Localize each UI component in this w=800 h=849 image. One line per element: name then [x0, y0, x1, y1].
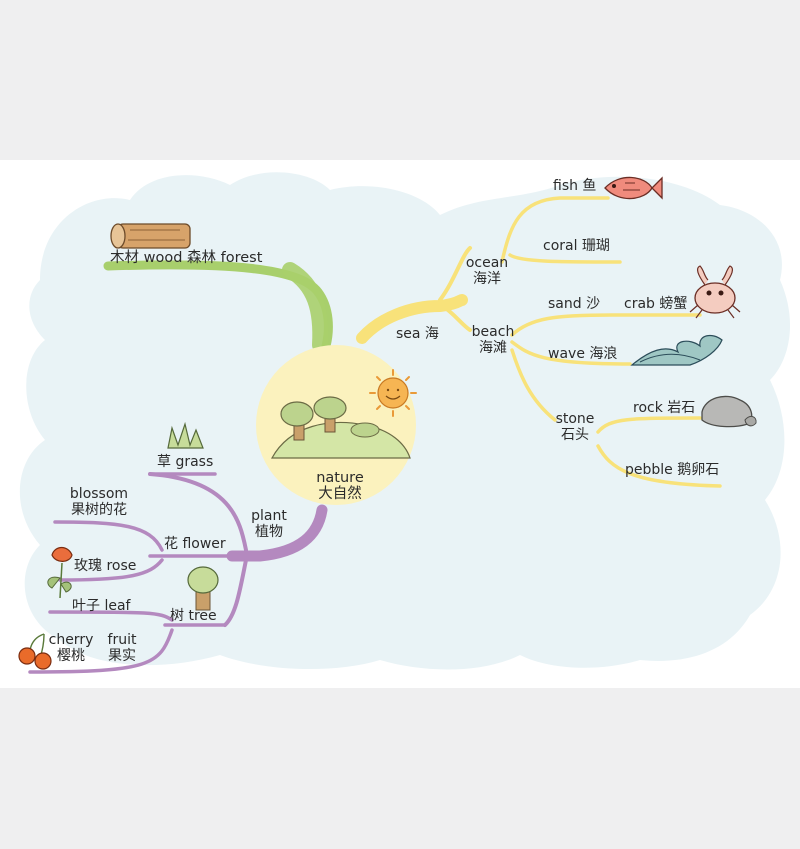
fruit-label-zh: 果实 — [108, 648, 136, 664]
rose-icon — [47, 546, 73, 599]
plant-grass-link — [148, 472, 248, 552]
crab-label: crab 螃蟹 — [624, 296, 688, 312]
forest-branch-taper — [282, 262, 329, 353]
center-label-zh: 大自然 — [318, 486, 362, 502]
rose-label: 玫瑰 rose — [74, 558, 137, 574]
ocean-fish-link — [500, 196, 610, 264]
blossom-label: blossom 果树的花 — [58, 486, 140, 518]
flower-blossom-link — [53, 520, 164, 552]
ocean-label-en: ocean — [465, 255, 509, 271]
log-icon — [110, 223, 191, 249]
flower-label: 花 flower — [164, 536, 226, 552]
beach-wave-link — [510, 340, 632, 366]
cherry-icon — [18, 633, 52, 670]
cherry-label: cherry 樱桃 — [44, 632, 98, 664]
plant-label-en: plant — [251, 508, 287, 524]
blossom-label-en: blossom — [69, 486, 129, 502]
stone-label-en: stone — [555, 411, 595, 427]
beach-label-zh: 海滩 — [479, 340, 507, 356]
stone-pebble-link — [596, 444, 722, 488]
pebble-label: pebble 鹅卵石 — [625, 462, 720, 478]
fruit-label: fruit 果实 — [100, 632, 144, 664]
sea-to-beach — [438, 302, 472, 332]
cherry-label-zh: 樱桃 — [57, 648, 85, 664]
stone-label: stone 石头 — [548, 411, 602, 443]
plant-branch — [226, 504, 328, 562]
beach-label-en: beach — [471, 324, 515, 340]
forest-label: 木材 wood 森林 forest — [110, 250, 263, 266]
plant-tree-link — [223, 558, 248, 627]
wave-icon — [630, 334, 723, 366]
hill-trees-icon — [270, 396, 411, 459]
sea-label: sea 海 — [396, 326, 439, 342]
tree-leaf-link — [48, 610, 174, 622]
fruit-label-en: fruit — [107, 632, 137, 648]
crab-icon — [689, 265, 741, 319]
fish-label: fish 鱼 — [553, 178, 597, 194]
rock-icon — [701, 395, 757, 428]
wave-label: wave 海浪 — [548, 346, 618, 362]
coral-label: coral 珊瑚 — [543, 238, 610, 254]
beach-stone-link — [510, 348, 557, 422]
beach-sand-link — [510, 313, 702, 337]
tree-cherry-link — [28, 628, 174, 674]
grass-label: 草 grass — [157, 454, 214, 470]
leaf-label: 叶子 leaf — [72, 598, 131, 614]
center-label: nature 大自然 — [312, 470, 368, 502]
ocean-label-zh: 海洋 — [473, 271, 501, 287]
sun-icon — [369, 369, 417, 417]
plant-label-zh: 植物 — [255, 524, 283, 540]
ocean-coral-link — [508, 253, 622, 264]
cherry-label-en: cherry — [48, 632, 94, 648]
beach-label: beach 海滩 — [466, 324, 520, 356]
ocean-label: ocean 海洋 — [462, 255, 512, 287]
plant-label: plant 植物 — [244, 508, 294, 540]
tree-icon — [187, 566, 219, 611]
sand-label: sand 沙 — [548, 296, 601, 312]
tree-label: 树 tree — [170, 608, 217, 624]
grass-icon — [167, 421, 204, 449]
stone-rock-link — [596, 416, 702, 434]
sea-to-ocean — [438, 246, 472, 302]
blossom-label-zh: 果树的花 — [71, 502, 127, 518]
stone-label-zh: 石头 — [561, 427, 589, 443]
flower-rose-link — [58, 558, 164, 582]
fish-icon — [604, 176, 663, 200]
rock-label: rock 岩石 — [633, 400, 696, 416]
center-label-en: nature — [316, 470, 364, 486]
